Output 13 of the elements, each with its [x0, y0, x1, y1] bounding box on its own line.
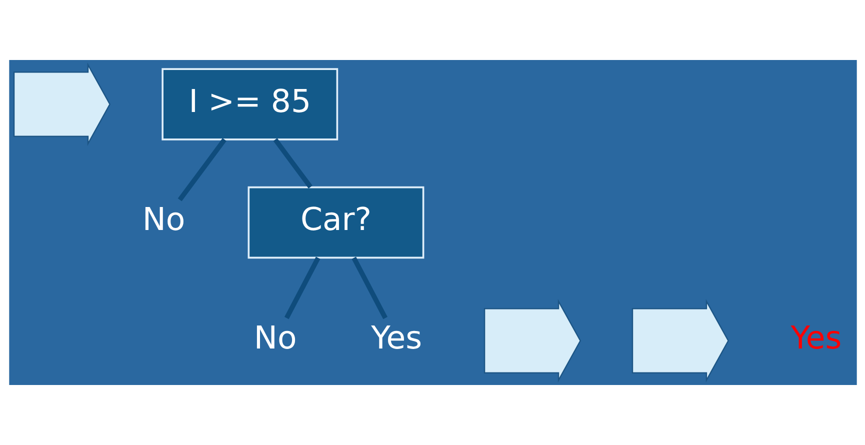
- connector: [177, 138, 226, 202]
- node-text: Yes: [790, 320, 842, 356]
- connector: [272, 138, 312, 188]
- node-text: Yes: [370, 320, 422, 356]
- node-box: Car?: [247, 186, 424, 259]
- node-text: No: [142, 202, 185, 238]
- node-arrow: [631, 298, 728, 382]
- connector: [284, 256, 320, 320]
- node-text: No: [253, 320, 296, 356]
- node-arrow: [483, 298, 581, 382]
- node-arrow: [12, 62, 110, 146]
- node-box: I >= 85: [161, 68, 338, 140]
- connector: [351, 256, 388, 320]
